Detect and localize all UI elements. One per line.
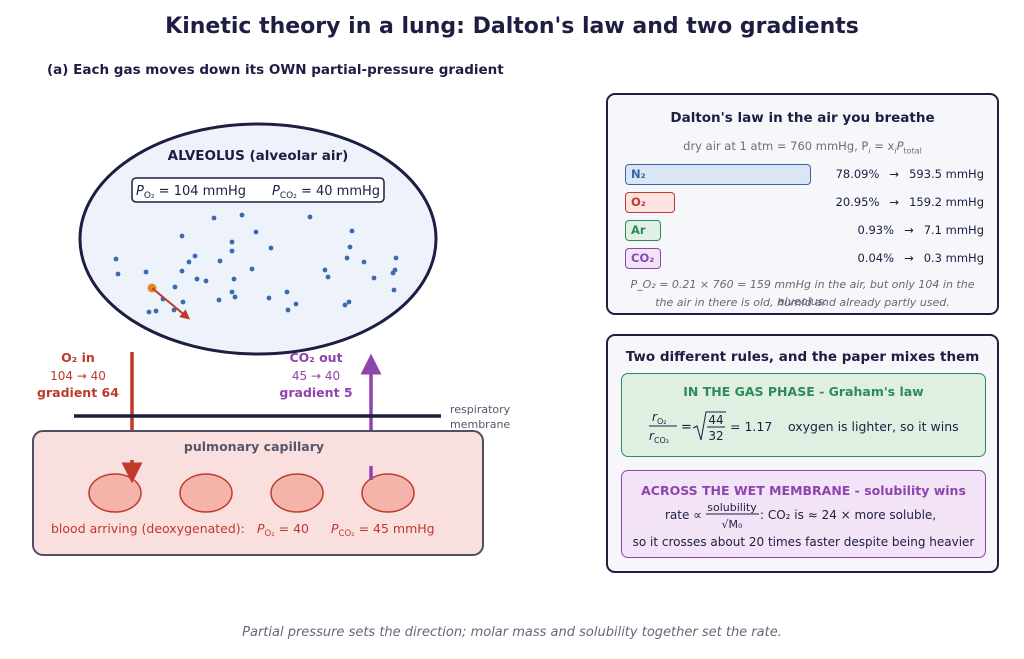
red-blood-cells — [88, 473, 415, 513]
alveolus-label: ALVEOLUS (alveolar air) — [168, 148, 349, 164]
o2-in-label: O₂ in — [61, 350, 95, 365]
svg-text:oxygen is lighter, so it wins: oxygen is lighter, so it wins — [788, 419, 959, 434]
gas-bar: Ar — [625, 220, 661, 241]
graham-box: IN THE GAS PHASE - Graham's law rO₂ rCO₂… — [621, 373, 986, 457]
svg-text:= 1.17: = 1.17 — [730, 419, 772, 434]
svg-text:√M₀: √M₀ — [722, 518, 744, 531]
tracked-molecule-arrow — [151, 287, 191, 320]
graham-formula: rO₂ rCO₂ = 44 32 = 1.17 oxygen is lighte… — [649, 410, 959, 445]
svg-text:rCO₂: rCO₂ — [649, 429, 669, 445]
svg-text:rate ∝: rate ∝ — [665, 508, 702, 522]
capillary-box — [32, 430, 484, 556]
gas-value: 0.93%→7.1 mmHg — [857, 223, 984, 237]
panel-a-subtitle: (a) Each gas moves down its OWN partial-… — [47, 62, 504, 78]
rules-panel: Two different rules, and the paper mixes… — [606, 334, 999, 573]
alveolus-po2: PO₂ = 104 mmHg — [136, 184, 246, 201]
svg-text:=: = — [681, 420, 692, 435]
blood-pco2: PCO₂ = 45 mmHg — [331, 521, 435, 539]
gas-name: CO₂ — [631, 251, 655, 265]
capillary-label: pulmonary capillary — [184, 439, 324, 454]
dalton-panel: Dalton's law in the air you breathe dry … — [606, 93, 999, 315]
gas-bar: O₂ — [625, 192, 675, 213]
svg-text:solubility: solubility — [707, 501, 757, 514]
footer-caption: Partial pressure sets the direction; mol… — [242, 625, 782, 640]
gas-name: Ar — [631, 223, 646, 237]
page-title: Kinetic theory in a lung: Dalton's law a… — [165, 14, 859, 39]
svg-text:44: 44 — [708, 413, 723, 427]
membrane-formula: rate ∝ solubility √M₀ : CO₂ is ≈ 24 × mo… — [665, 501, 936, 531]
gas-name: O₂ — [631, 195, 646, 209]
membrane-box: ACROSS THE WET MEMBRANE - solubility win… — [621, 470, 986, 558]
svg-text:32: 32 — [708, 429, 723, 443]
rules-title: Two different rules, and the paper mixes… — [625, 349, 980, 365]
gas-bar: N₂ — [625, 164, 811, 185]
blood-arriving-text: blood arriving (deoxygenated): — [51, 521, 245, 536]
dalton-footnote-1: P_O₂ = 0.21 × 760 = 159 mmHg in the air,… — [630, 278, 975, 308]
o2-gradient: gradient 64 — [37, 385, 119, 400]
membrane-title: ACROSS THE WET MEMBRANE - solubility win… — [641, 483, 966, 498]
alveolus-pressure-box — [131, 177, 385, 203]
o2-values: 104 → 40 — [50, 369, 106, 383]
graham-title: IN THE GAS PHASE - Graham's law — [683, 384, 924, 399]
co2-out-label: CO₂ out — [289, 350, 342, 365]
gas-value: 20.95%→159.2 mmHg — [835, 195, 984, 209]
svg-text:: CO₂ is ≈ 24 × more solubl: : CO₂ is ≈ 24 × more soluble, — [760, 508, 936, 522]
svg-text:rO₂: rO₂ — [652, 410, 666, 426]
blood-po2: PO₂ = 40 — [257, 521, 309, 539]
gas-molecules — [113, 212, 399, 315]
membrane-line-2: so it crosses about 20 times faster desp… — [632, 535, 975, 549]
alveolus-pco2: PCO₂ = 40 mmHg — [272, 184, 380, 201]
membrane-label-1: respiratory — [450, 403, 511, 416]
membrane-label-2: membrane — [450, 418, 510, 431]
gas-value: 0.04%→0.3 mmHg — [857, 251, 984, 265]
dalton-footnote-2: the air in there is old, humid and alrea… — [655, 296, 950, 309]
dalton-title: Dalton's law in the air you breathe — [670, 110, 935, 126]
gas-bar: CO₂ — [625, 248, 661, 269]
gas-value: 78.09%→593.5 mmHg — [835, 167, 984, 181]
co2-values: 45 → 40 — [292, 369, 340, 383]
gas-name: N₂ — [631, 167, 646, 181]
co2-gradient: gradient 5 — [279, 385, 352, 400]
dalton-note: dry air at 1 atm = 760 mmHg, Pi = xiPtot… — [683, 139, 922, 156]
